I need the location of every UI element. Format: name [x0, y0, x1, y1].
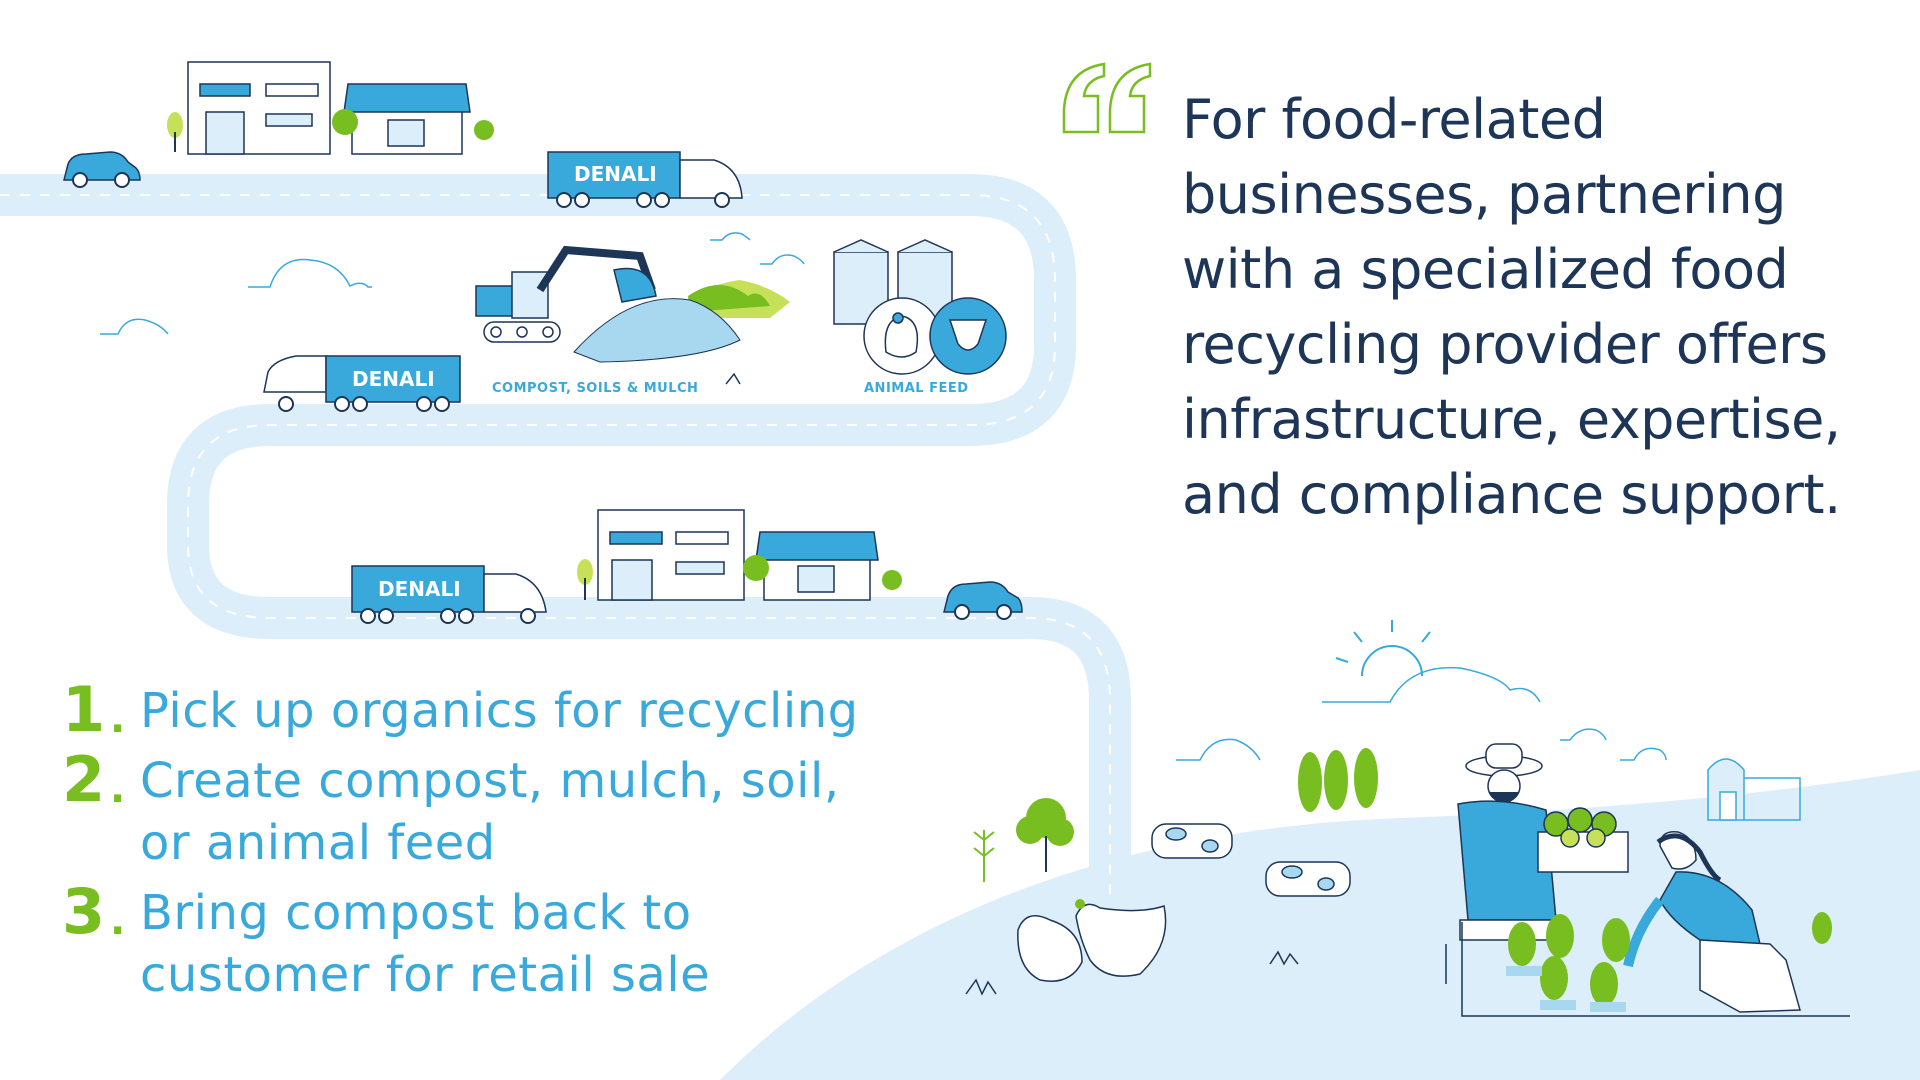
farm-trees	[973, 748, 1378, 882]
chickens	[1017, 899, 1167, 982]
excavator	[475, 245, 657, 343]
quote-line: and compliance support.	[1182, 463, 1841, 526]
step-3: 3 . Bring compost back to customer for r…	[62, 876, 882, 1006]
quote-line: with a specialized food	[1182, 238, 1789, 301]
clouds	[100, 232, 1667, 761]
grass-tufts	[725, 372, 1299, 996]
step-text: Bring compost back to	[140, 885, 692, 941]
truck-top-label: DENALI	[574, 162, 657, 186]
step-text: customer for retail sale	[140, 947, 711, 1003]
quote-text: For food-related businesses, partnering …	[1182, 82, 1902, 532]
farmer	[1457, 743, 1629, 941]
step-number-dot: .	[110, 696, 126, 742]
step-number-dot: .	[110, 766, 126, 812]
step-number: 2	[62, 743, 106, 816]
car-top	[63, 151, 141, 188]
trees-bottom-store	[577, 555, 902, 600]
truck-top: DENALI	[547, 151, 743, 208]
quote-line: infrastructure, expertise,	[1182, 388, 1841, 451]
store-building-bottom	[597, 509, 879, 601]
winding-road	[0, 174, 1131, 900]
farm-shed	[1707, 758, 1801, 821]
step-1: 1 . Pick up organics for recycling	[62, 674, 882, 746]
quote-line: For food-related	[1182, 88, 1606, 151]
truck-middle-label: DENALI	[352, 367, 435, 391]
cows	[1151, 823, 1351, 897]
truck-middle: DENALI	[263, 355, 461, 412]
step-2: 2 . Create compost, mulch, soil, or anim…	[62, 744, 882, 874]
store-building-top	[187, 61, 471, 155]
quote-line: businesses, partnering	[1182, 163, 1786, 226]
step-text: Create compost, mulch, soil,	[140, 753, 840, 809]
truck-bottom-label: DENALI	[378, 577, 461, 601]
garden-bed	[1445, 922, 1850, 1017]
sun-icon	[1335, 620, 1431, 677]
animal-feed-icons	[863, 297, 1007, 375]
garden-plants	[1506, 912, 1832, 1012]
step-number: 1	[62, 673, 106, 746]
step-number: 3	[62, 875, 106, 948]
quote-mark-icon	[1062, 62, 1152, 134]
quote-line: recycling provider offers	[1182, 313, 1828, 376]
truck-bottom: DENALI	[351, 565, 547, 624]
step-number-dot: .	[110, 898, 126, 944]
step-text: or animal feed	[140, 815, 496, 871]
compost-piles	[573, 280, 790, 363]
process-steps: 1 . Pick up organics for recycling 2 . C…	[62, 674, 882, 1014]
tree-top-left	[167, 109, 494, 152]
compost-label: COMPOST, SOILS & MULCH	[492, 381, 698, 396]
animal-feed-label: ANIMAL FEED	[864, 381, 969, 396]
car-bottom	[943, 581, 1023, 620]
step-text: Pick up organics for recycling	[140, 683, 859, 739]
gardener	[1623, 831, 1801, 1013]
